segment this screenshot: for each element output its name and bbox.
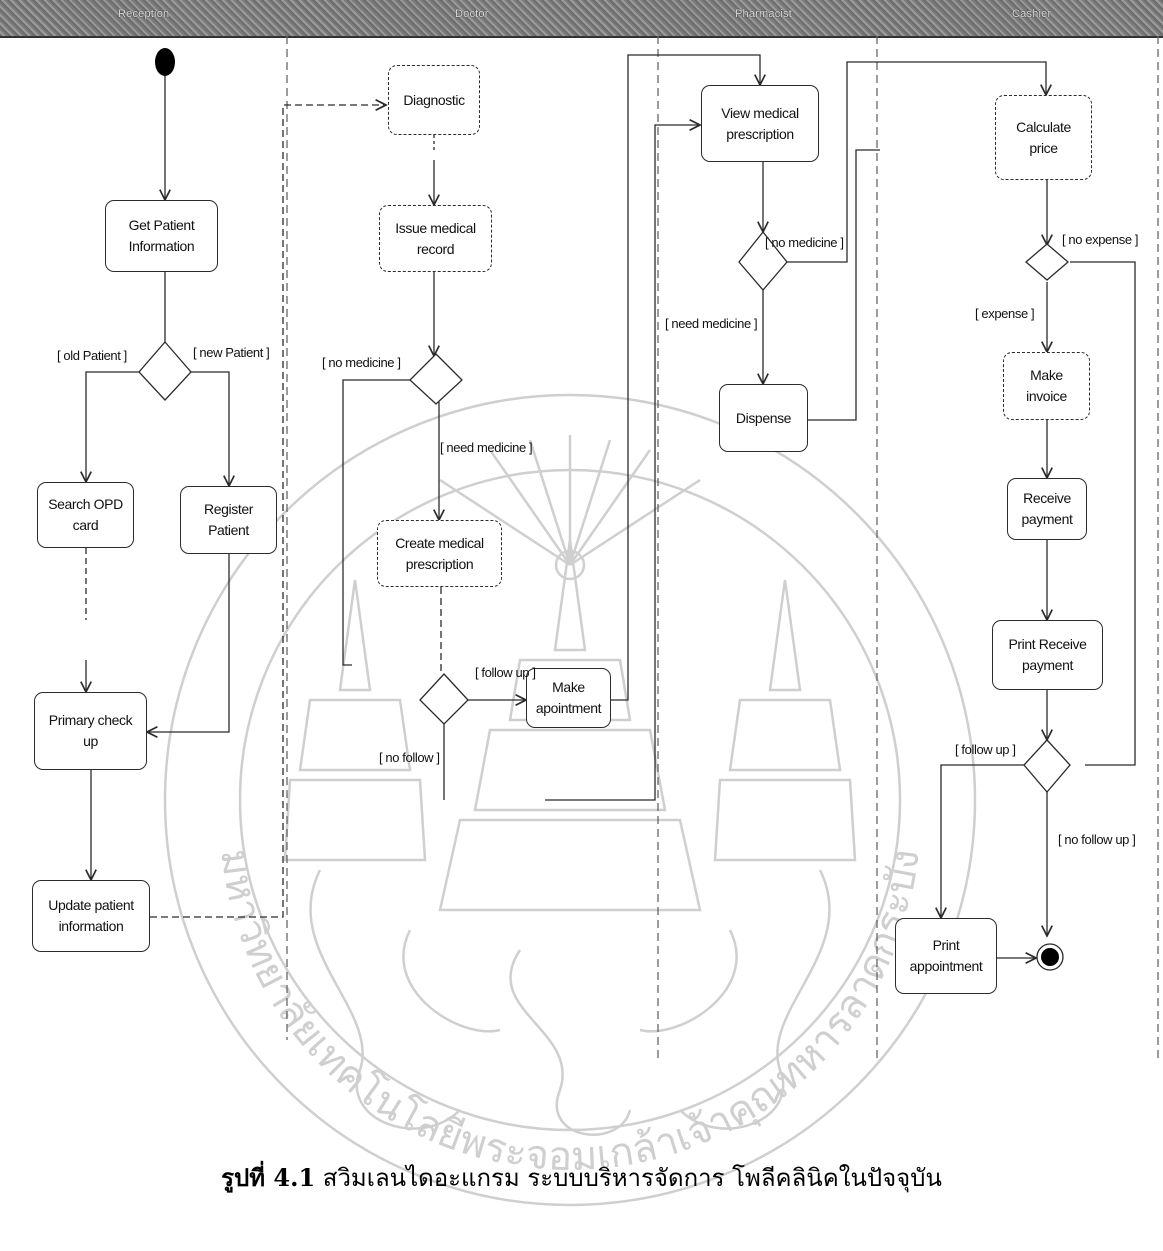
guard-follow-up-cashier: [ follow up ] <box>955 742 1016 757</box>
activity-calculate-price: Calculate price <box>995 95 1092 180</box>
guard-no-follow-up: [ no follow up ] <box>1058 832 1135 847</box>
activity-print-appointment: Print appointment <box>895 918 997 994</box>
activity-print-receive-payment: Print Receive payment <box>992 620 1103 690</box>
decision-follow-up-doctor <box>420 674 468 724</box>
activity-receive-payment: Receive payment <box>1007 478 1087 540</box>
guard-old-patient: [ old Patient ] <box>57 348 127 363</box>
decision-patient-type <box>139 342 191 400</box>
activity-issue-medical-record: Issue medical record <box>379 205 492 272</box>
activity-make-invoice: Make invoice <box>1003 352 1090 420</box>
guard-no-expense: [ no expense ] <box>1062 232 1138 247</box>
activity-get-patient-information: Get Patient Information <box>105 200 218 272</box>
guard-no-medicine-pharm: [ no medicine ] <box>765 235 844 250</box>
activity-dispense: Dispense <box>719 384 808 452</box>
figure-caption: รูปที่ 4.1 สวิมเลนไดอะแกรม ระบบบริหารจัด… <box>0 1158 1163 1197</box>
activity-update-patient-information: Update patient information <box>32 880 150 952</box>
decision-medicine-doctor <box>410 354 462 404</box>
start-node <box>155 48 175 76</box>
guard-expense: [ expense ] <box>975 306 1034 321</box>
guard-no-follow: [ no follow ] <box>379 750 440 765</box>
activity-register-patient: Register Patient <box>180 486 277 554</box>
guard-new-patient: [ new Patient ] <box>193 345 269 360</box>
figure-caption-text: สวิมเลนไดอะแกรม ระบบบริหารจัดการ โพลีคลิ… <box>315 1164 942 1192</box>
end-node-core <box>1041 948 1059 966</box>
activity-search-opd-card: Search OPD card <box>37 482 134 548</box>
figure-caption-label: รูปที่ 4.1 <box>221 1163 315 1192</box>
guard-follow-up-doctor: [ follow up ] <box>475 665 536 680</box>
guard-need-medicine-pharm: [ need medicine ] <box>665 316 757 331</box>
decision-expense <box>1026 244 1068 280</box>
activity-primary-check-up: Primary check up <box>34 692 147 770</box>
guard-no-medicine-doctor: [ no medicine ] <box>322 355 401 370</box>
decision-follow-up-cashier <box>1024 740 1070 792</box>
activity-create-medical-prescription: Create medical prescription <box>377 520 502 587</box>
activity-diagnostic: Diagnostic <box>388 65 480 135</box>
activity-make-appointment: Make apointment <box>526 668 611 728</box>
guard-need-medicine-doctor: [ need medicine ] <box>440 440 532 455</box>
activity-view-medical-prescription: View medical prescription <box>701 85 819 162</box>
